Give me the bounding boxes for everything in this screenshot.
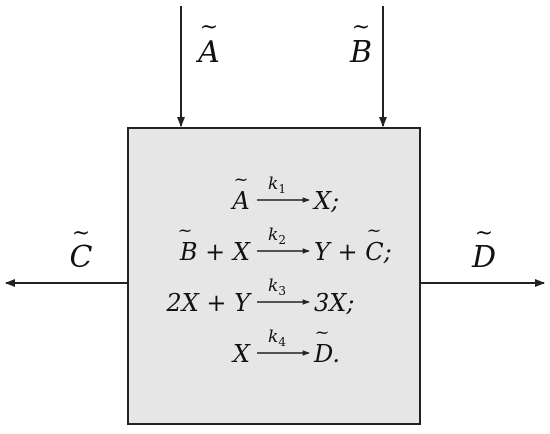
reaction-lhs: B + X [179,238,251,266]
reaction-lhs: 2X + Y [165,289,252,317]
reaction-rhs: Y + C; [314,238,392,266]
output-label-d: ~ D [471,221,496,275]
reaction-rhs: X; [312,187,339,215]
reaction-3: 2X + Y k3 3X; [165,276,354,317]
rate-constant: k1 [268,174,286,196]
rate-constant: k2 [268,225,286,247]
rate-constant: k3 [268,276,286,298]
tilde-mark: ~ [233,169,248,190]
symbol-text: B [349,35,372,70]
input-label-b: ~ B [349,15,372,70]
input-label-a: ~ A [195,15,220,70]
reaction-2: ~ B + X k2 ~ Y + C; [177,220,391,266]
reaction-1: ~ A k1 X; [230,169,339,215]
reaction-lhs: A [230,187,249,215]
reaction-rhs: 3X; [314,289,354,317]
tilde-mark: ~ [366,220,381,241]
tilde-mark: ~ [352,15,370,40]
reaction-rhs: D. [313,340,340,368]
symbol-text: D [471,240,496,275]
tilde-mark: ~ [314,322,329,343]
tilde-mark: ~ [200,15,218,40]
reaction-4: X k4 ~ D. [231,322,340,368]
reaction-lhs: X [231,340,251,368]
reactor-box [127,127,421,425]
symbol-text: A [195,35,220,70]
tilde-mark: ~ [177,220,192,241]
output-label-c: ~ C [70,221,93,275]
rate-constant: k4 [268,327,286,349]
tilde-mark: ~ [475,221,493,246]
tilde-mark: ~ [72,221,90,246]
symbol-text: C [70,240,93,275]
